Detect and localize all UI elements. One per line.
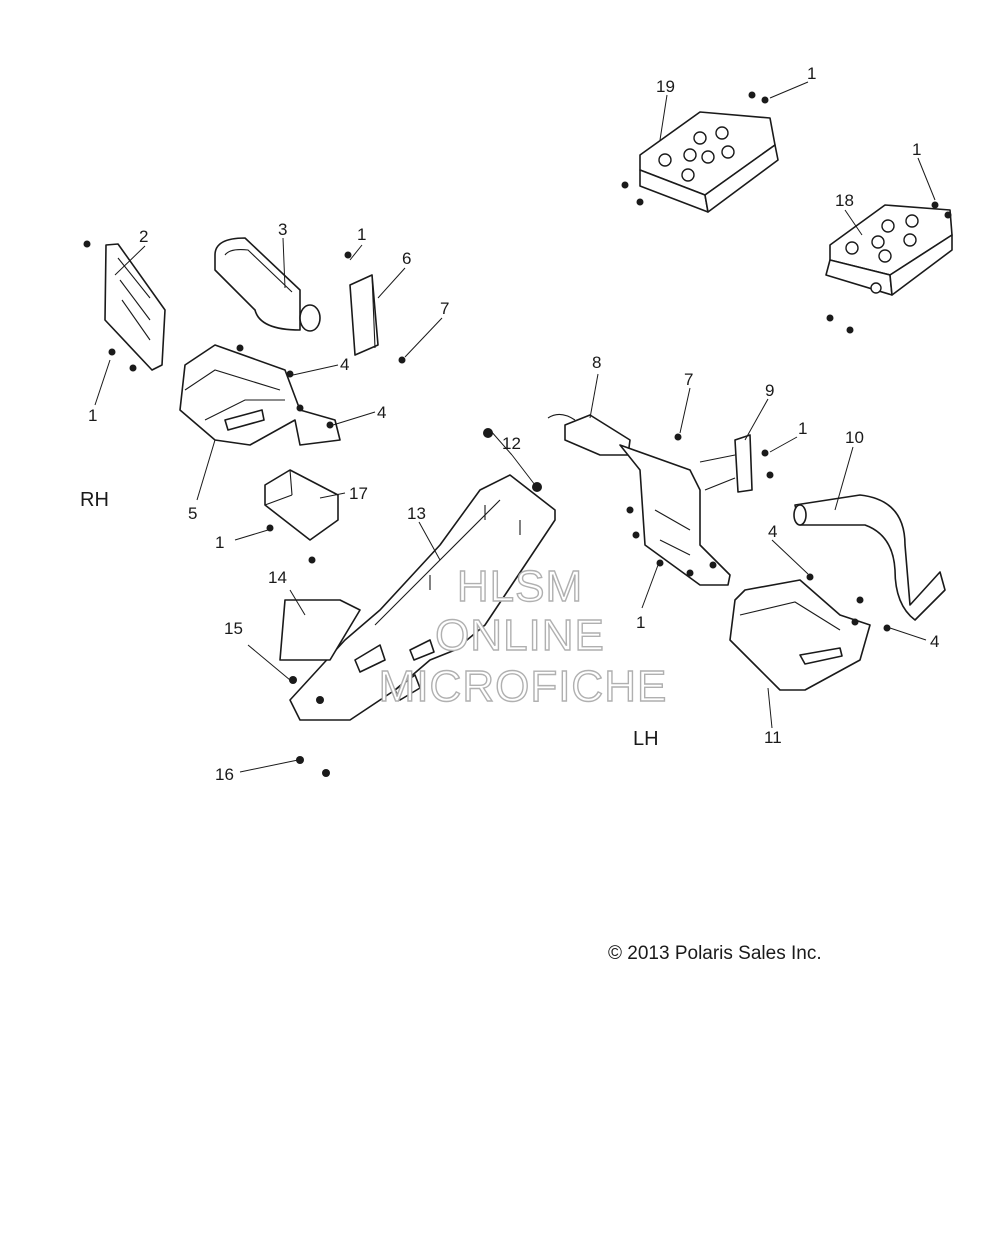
callout-17: 17 xyxy=(349,484,368,503)
callout-4: 4 xyxy=(768,522,777,541)
lh-side-label: LH xyxy=(633,728,659,750)
part-14-label xyxy=(279,599,361,661)
callout-18: 18 xyxy=(835,191,854,210)
part-19-plate xyxy=(639,111,779,213)
callout-6: 6 xyxy=(402,249,411,268)
callout-1: 1 xyxy=(215,533,224,552)
part-5-guard xyxy=(179,344,341,446)
callout-1: 1 xyxy=(807,64,816,83)
callout-13: 13 xyxy=(407,504,426,523)
callout-1: 1 xyxy=(357,225,366,244)
callout-3: 3 xyxy=(278,220,287,239)
callout-11: 11 xyxy=(764,728,782,747)
callout-1: 1 xyxy=(798,419,807,438)
callout-7: 7 xyxy=(684,370,693,389)
part-13-skid-plate xyxy=(289,474,556,721)
callout-1: 1 xyxy=(636,613,645,632)
callout-5: 5 xyxy=(188,504,197,523)
callout-19: 19 xyxy=(656,77,675,96)
callout-4: 4 xyxy=(340,355,349,374)
watermark-line-1: HLSM xyxy=(457,562,583,611)
watermark-line-3: MICROFICHE xyxy=(379,662,668,711)
lh-side-panel xyxy=(619,444,731,586)
callout-4: 4 xyxy=(930,632,939,651)
leader-lines xyxy=(94,81,936,773)
part-6-bracket xyxy=(349,274,379,356)
callout-labels: 1 19 1 18 2 3 1 6 7 4 1 4 5 17 1 13 14 1… xyxy=(88,64,939,784)
callout-1: 1 xyxy=(912,140,921,159)
part-3-bar xyxy=(214,237,321,332)
callout-8: 8 xyxy=(592,353,601,372)
callout-7: 7 xyxy=(440,299,449,318)
part-11-guard xyxy=(729,579,871,691)
callout-12: 12 xyxy=(502,434,521,453)
part-10-bar xyxy=(793,494,946,621)
part-2-bracket xyxy=(104,243,166,371)
copyright-notice: © 2013 Polaris Sales Inc. xyxy=(608,943,822,964)
callout-2: 2 xyxy=(139,227,148,246)
callout-16: 16 xyxy=(215,765,234,784)
part-8-bracket xyxy=(547,413,631,456)
rh-side-label: RH xyxy=(80,489,109,511)
callout-14: 14 xyxy=(268,568,287,587)
part-18-plate xyxy=(825,204,953,296)
callout-4: 4 xyxy=(377,403,386,422)
part-9-bracket xyxy=(699,434,753,493)
callout-15: 15 xyxy=(224,619,243,638)
callout-1: 1 xyxy=(88,406,97,425)
watermark-line-2: ONLINE xyxy=(435,611,605,660)
callout-9: 9 xyxy=(765,381,774,400)
watermark: HLSM ONLINE MICROFICHE xyxy=(378,561,668,711)
callout-10: 10 xyxy=(845,428,864,447)
part-17-channel xyxy=(264,469,339,541)
